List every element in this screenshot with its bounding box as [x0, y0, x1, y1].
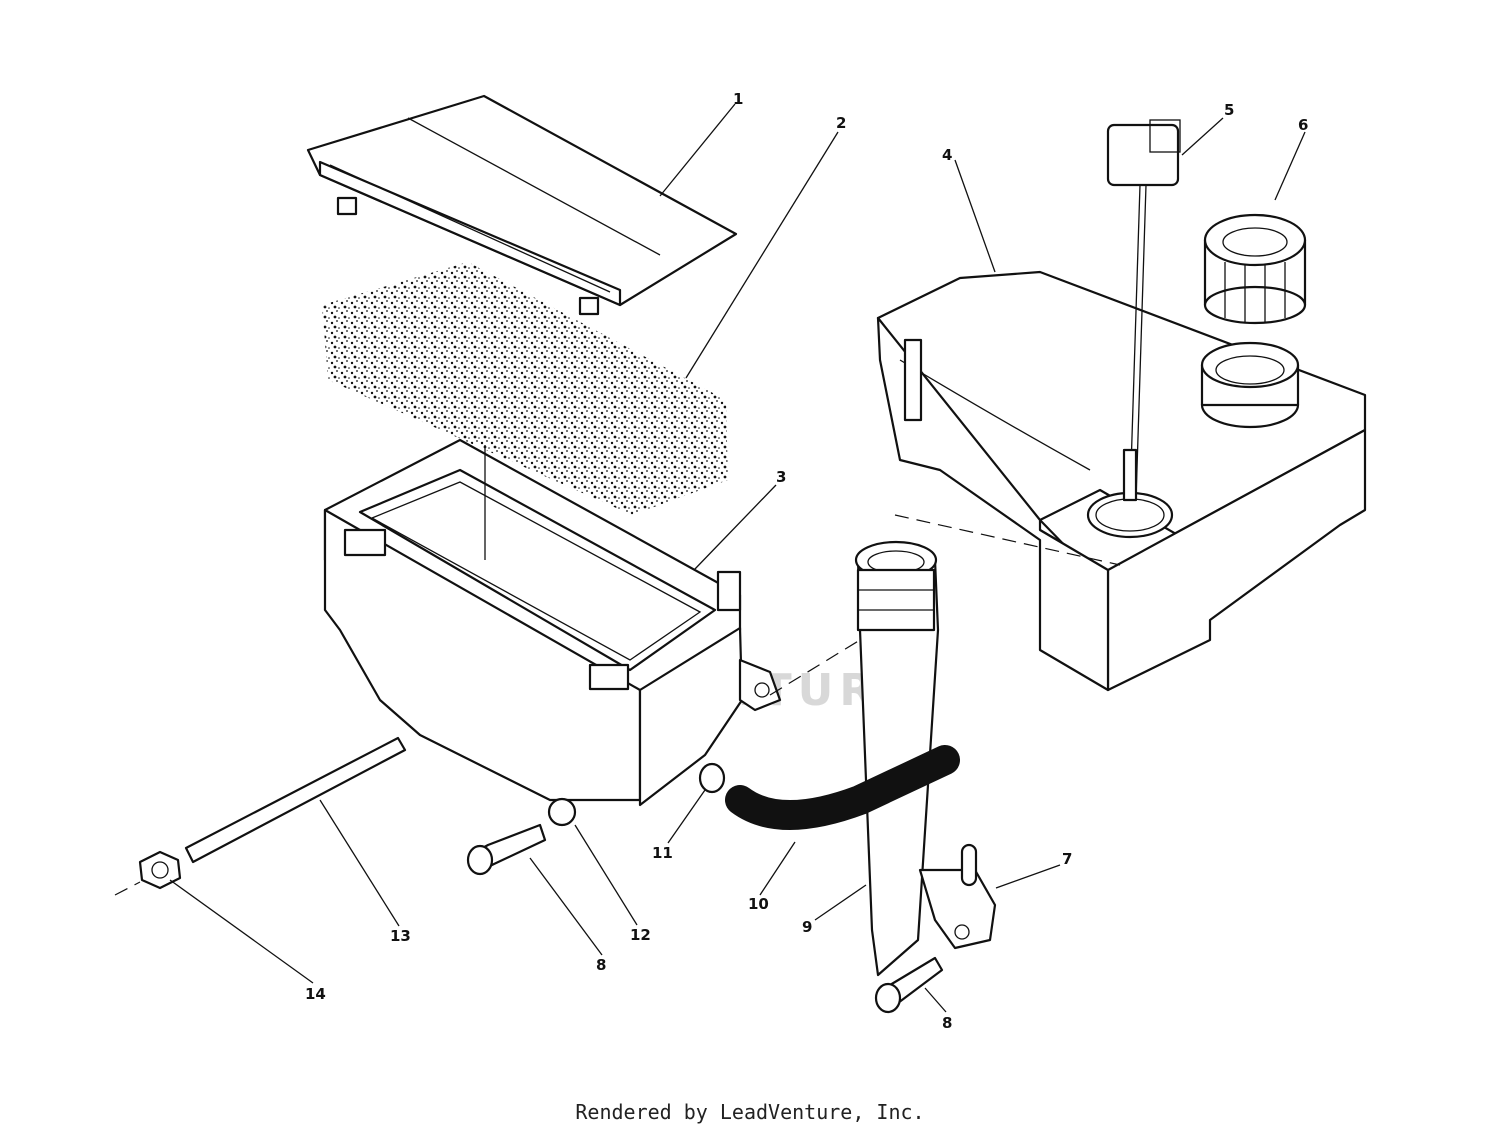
- callout-6: 6: [1298, 116, 1308, 134]
- part-air-cleaner-cover: [306, 94, 738, 316]
- part-nut: [138, 850, 182, 890]
- callout-12: 12: [630, 926, 651, 944]
- footer-credit: Rendered by LeadVenture, Inc.: [575, 1100, 925, 1124]
- part-screw-left: [466, 823, 547, 876]
- alignment-line-stud: [114, 881, 141, 896]
- part-clamp: [918, 843, 997, 950]
- callout-7: 7: [1062, 850, 1072, 868]
- callout-5: 5: [1224, 101, 1234, 119]
- callout-10: 10: [748, 895, 769, 913]
- callout-2: 2: [836, 114, 846, 132]
- part-washer: [547, 797, 577, 827]
- part-hose: [725, 745, 960, 830]
- part-fuel-cap: [1203, 213, 1307, 325]
- part-air-cleaner-base: [323, 438, 782, 807]
- part-tank-neck: [1200, 341, 1300, 429]
- alignment-line-base: [769, 639, 861, 696]
- part-stud: [184, 736, 407, 864]
- callout-8-left: 8: [596, 956, 606, 974]
- callout-9: 9: [802, 918, 812, 936]
- callout-13: 13: [390, 927, 411, 945]
- alignment-line-tank: [894, 514, 1121, 566]
- callout-14: 14: [305, 985, 326, 1003]
- callout-3: 3: [776, 468, 786, 486]
- callout-1: 1: [733, 90, 743, 108]
- part-fuel-tank: [876, 270, 1367, 692]
- callout-4: 4: [942, 146, 952, 164]
- leader-lines: [169, 103, 1306, 1013]
- part-screw-right: [874, 956, 944, 1014]
- callout-8-right: 8: [942, 1014, 952, 1032]
- part-foam-filter: [322, 262, 728, 515]
- callout-11: 11: [652, 844, 673, 862]
- part-o-ring: [698, 762, 726, 794]
- part-dipstick: [1106, 119, 1181, 502]
